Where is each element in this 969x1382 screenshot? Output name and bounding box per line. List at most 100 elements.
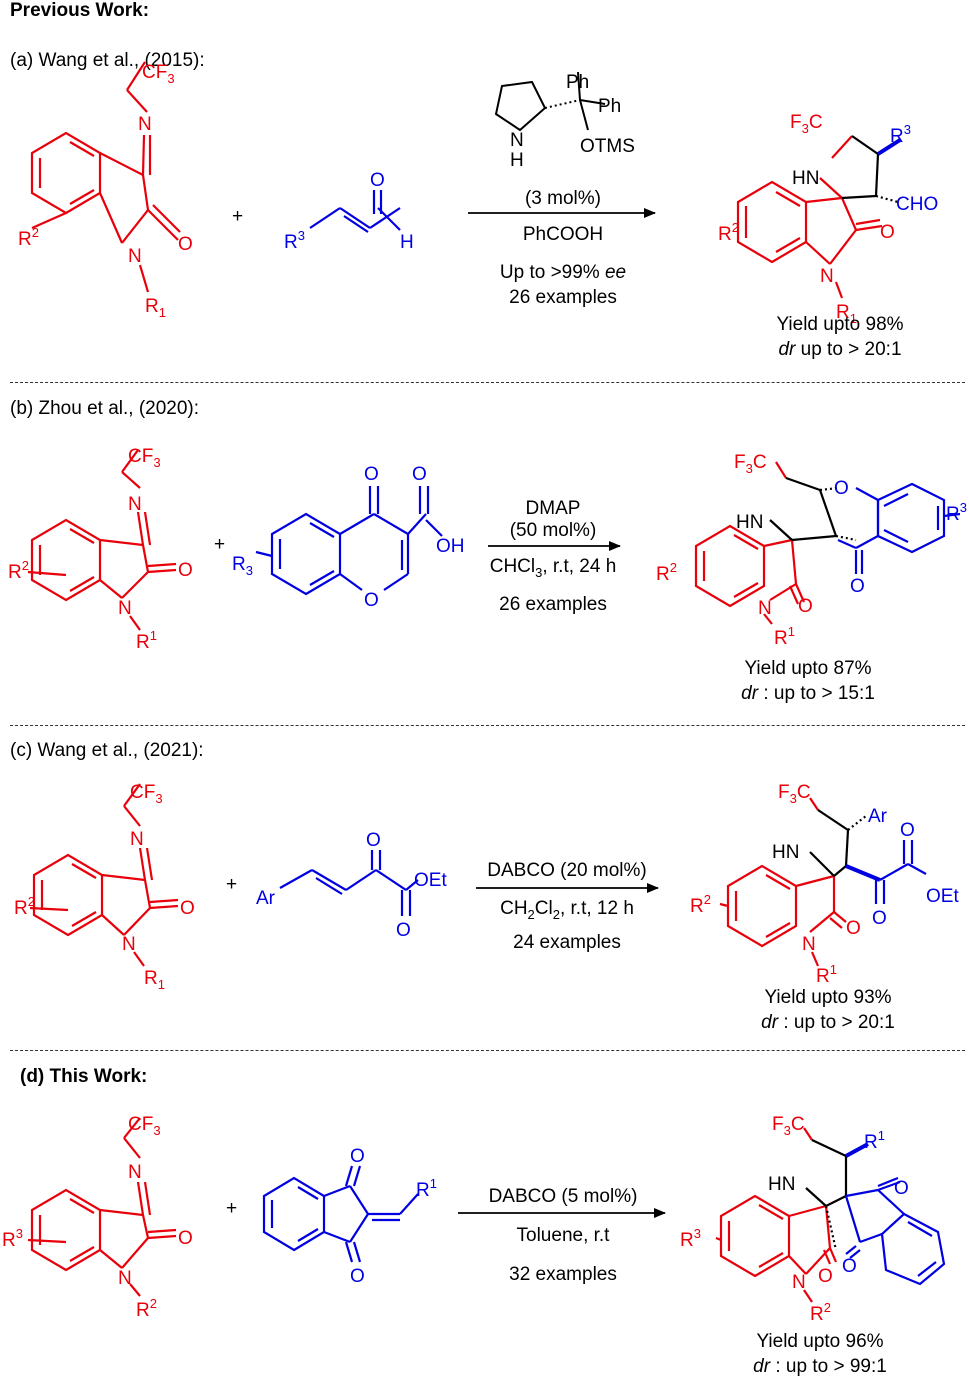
prod-n: N: [820, 266, 834, 287]
prod-hn: HN: [772, 842, 799, 863]
panel-d-product: [715, 1127, 946, 1303]
r3-label: R3: [284, 228, 305, 253]
prod-r2: R2: [718, 220, 739, 245]
plus-a: +: [232, 206, 243, 227]
prod-ketone-o: O: [872, 908, 887, 929]
carbonyl-o: O: [178, 1228, 193, 1249]
r2-label: R2: [14, 894, 35, 919]
prod-r3: R3: [946, 500, 967, 525]
panel-b-isatin-imine: [27, 449, 177, 631]
prod-n: N: [758, 598, 772, 619]
panel-d-indandione-labels: O O R1: [350, 1146, 437, 1287]
pyrrolidine-ring: [494, 80, 547, 132]
panel-d-indandione: [262, 1165, 419, 1263]
otms: OTMS: [580, 136, 635, 157]
cf3-label: CF3: [130, 782, 163, 806]
ar-label: Ar: [256, 888, 276, 909]
r1-label: R1: [145, 296, 166, 320]
panel-d-isatin-imine: [27, 1117, 177, 1297]
panel-d-condition-solvent: Toluene, r.t: [516, 1225, 610, 1246]
prod-r3: R3: [890, 122, 911, 147]
panel-a-isatin-imine: [30, 61, 181, 293]
panel-a-isatin-labels: CF3 N O N R1 R2: [18, 62, 193, 320]
panel-a-enal: [309, 190, 401, 233]
r3-label: R3: [2, 1226, 23, 1251]
catalyst-n: N: [510, 130, 524, 151]
carbonyl-o: O: [178, 560, 193, 581]
prod-cf3: F3C: [778, 782, 811, 806]
r2-label: R2: [8, 558, 29, 583]
prod-r1: R1: [836, 302, 857, 326]
panel-b-condition-examples: 26 examples: [499, 594, 607, 615]
ketone-o: O: [364, 464, 379, 485]
divider-ab: [10, 382, 965, 383]
panel-b-chromone: [255, 486, 443, 596]
previous-work-heading: Previous Work:: [10, 0, 150, 21]
prod-cf3: F3C: [790, 112, 823, 136]
aldehyde-h: H: [400, 232, 414, 253]
panel-b-yield: Yield upto 87%: [744, 658, 872, 679]
prod-ketone-o-bottom: O: [842, 1256, 857, 1277]
r2-label: R2: [136, 1296, 157, 1321]
r1-label: R1: [144, 968, 165, 992]
panel-c-condition-solvent: CH2Cl2, r.t, 12 h: [500, 898, 634, 922]
panel-a-yield: Yield upto 98%: [776, 314, 904, 335]
panel-d-isatin-labels: CF3 N O N R2 R3: [2, 1114, 193, 1321]
prod-amide-o: O: [846, 918, 861, 939]
panel-a-title: (a) Wang et al., (2015):: [10, 50, 205, 71]
prod-hn: HN: [768, 1174, 795, 1195]
panel-a-enal-labels: R3 O H: [284, 170, 414, 253]
divider-cd: [10, 1050, 965, 1051]
panel-d-condition-examples: 32 examples: [509, 1264, 617, 1285]
panel-a-condition-ee: Up to >99% ee: [499, 262, 627, 283]
imine-n: N: [130, 829, 144, 850]
panel-b-chromone-labels: O O OH O R3: [232, 464, 465, 611]
panel-c-ketoester: [279, 850, 419, 916]
r1-label: R1: [136, 628, 157, 653]
amide-n: N: [118, 598, 132, 619]
panel-b-dr: dr : up to > 15:1: [741, 683, 875, 704]
oet-label: OEt: [414, 870, 447, 891]
panel-d-product-labels: F3C R1 HN O O O N R2 R3: [680, 1114, 909, 1325]
amide-n: N: [118, 1268, 132, 1289]
panel-c-condition-base: DABCO (20 mol%): [487, 860, 647, 881]
ketone-o: O: [366, 830, 381, 851]
panel-a-catalyst-labels: Ph Ph OTMS N H: [510, 72, 635, 171]
panel-b-product-labels: F3C HN O O O N R1 R2 R3: [656, 452, 967, 649]
prod-cho: CHO: [896, 194, 938, 215]
r3-label: R3: [232, 554, 253, 578]
r1-label: R1: [416, 1176, 437, 1201]
benzene-ring: [30, 131, 102, 215]
cf3-label: CF3: [128, 1114, 161, 1138]
prod-n: N: [802, 934, 816, 955]
prod-ketone-o: O: [850, 576, 865, 597]
imine-n: N: [128, 494, 142, 515]
imine-n: N: [138, 114, 152, 135]
panel-b-condition-solvent: CHCl3, r.t, 24 h: [489, 556, 617, 580]
panel-b-title: (b) Zhou et al., (2020):: [10, 398, 200, 419]
cf3-label: CF3: [128, 446, 161, 470]
panel-a-condition-loading: (3 mol%): [524, 188, 601, 209]
prod-cf3: F3C: [772, 1114, 805, 1138]
prod-n: N: [792, 1272, 806, 1293]
acid-o: O: [412, 464, 427, 485]
prod-r1: R1: [774, 624, 795, 649]
prod-ketone-o-top: O: [894, 1178, 909, 1199]
acid-oh: OH: [436, 536, 465, 557]
prod-ester-o: O: [900, 820, 915, 841]
panel-a-condition-additive: PhCOOH: [522, 224, 604, 245]
cf3-label: CF3: [142, 62, 175, 86]
aldehyde-o: O: [370, 170, 385, 191]
catalyst-h: H: [510, 150, 524, 171]
prod-r2: R2: [656, 560, 677, 585]
prod-hn: HN: [736, 512, 763, 533]
panel-a-product-labels: F3C R3 HN CHO O N R1 R2: [718, 112, 938, 326]
panel-c-dr: dr : up to > 20:1: [761, 1012, 895, 1033]
ketone-o-bottom: O: [350, 1266, 365, 1287]
panel-d-yield: Yield upto 96%: [756, 1331, 884, 1352]
panel-c-condition-examples: 24 examples: [513, 932, 621, 953]
panel-a-dr: dr up to > 20:1: [778, 339, 902, 360]
panel-d-condition-base: DABCO (5 mol%): [488, 1186, 638, 1207]
imine-n: N: [128, 1162, 142, 1183]
